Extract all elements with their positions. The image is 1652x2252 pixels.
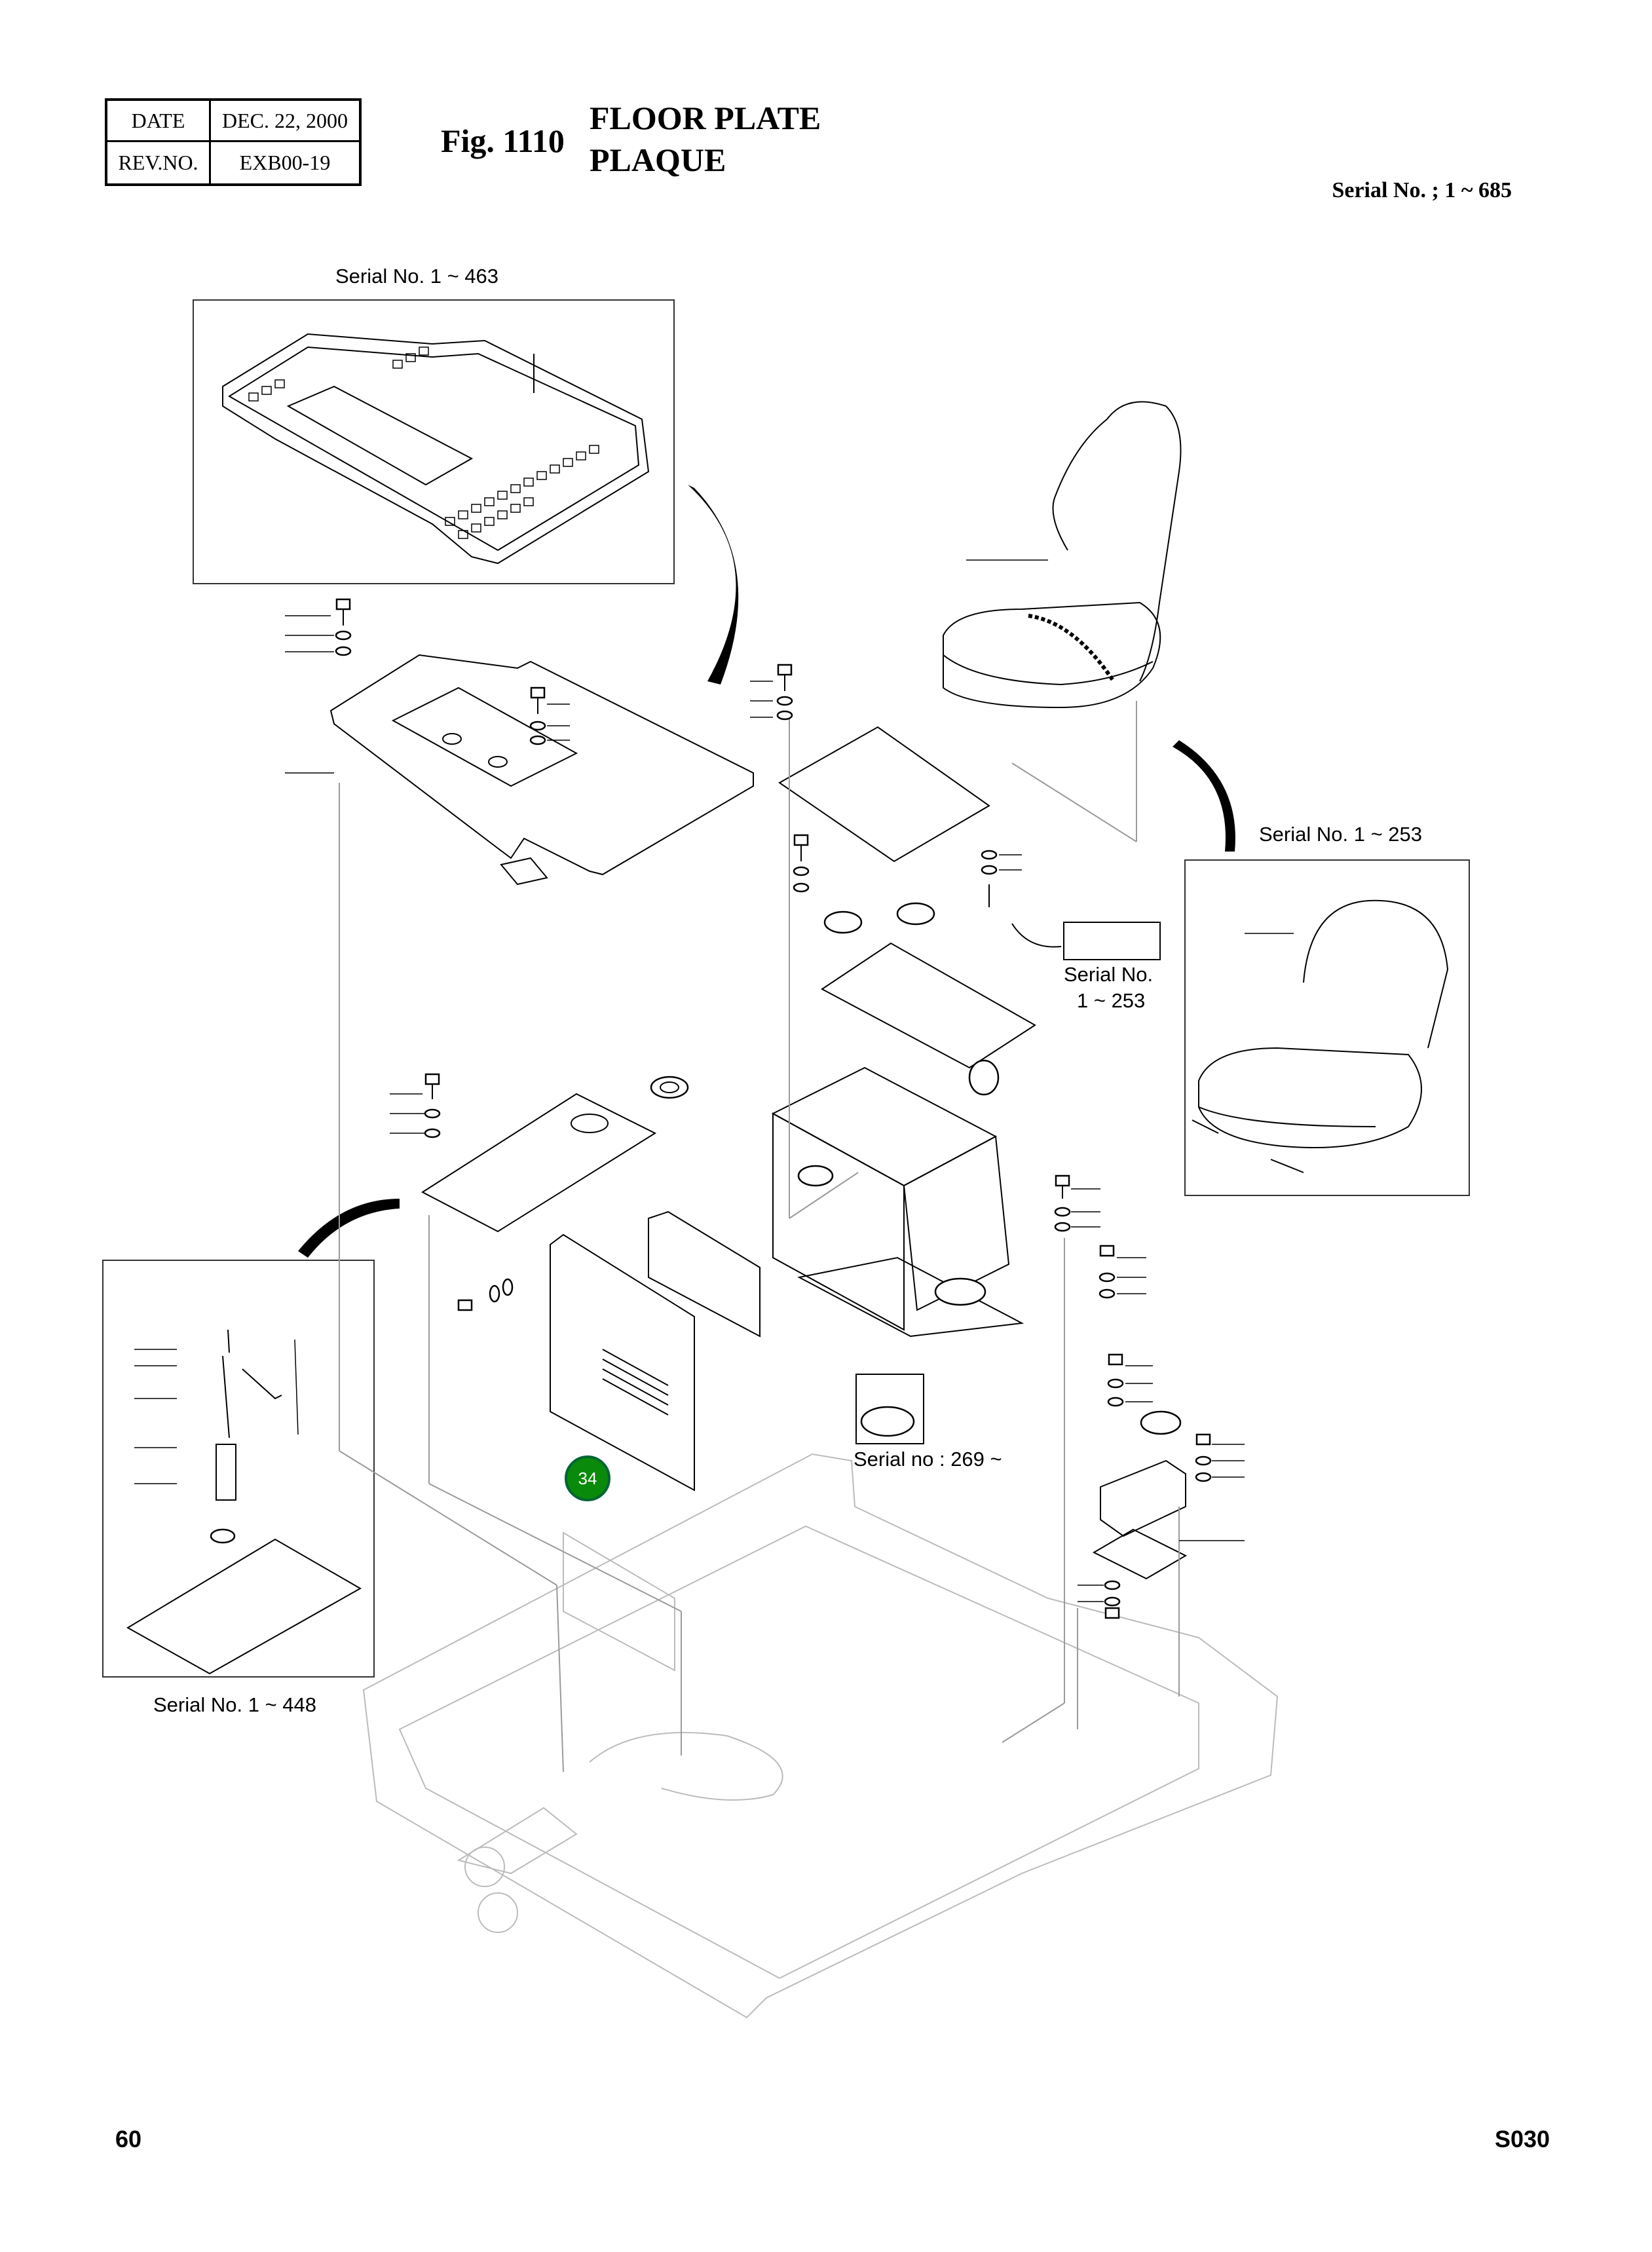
arrow-small-part [1011, 923, 1062, 948]
arrow-inset-seat [1173, 740, 1235, 852]
date-value: DEC. 22, 2000 [211, 101, 359, 142]
fasteners [335, 598, 1212, 1619]
serial-range: Serial No. ; 1 ~ 685 [1332, 178, 1512, 202]
page-title: FLOOR PLATE PLAQUE [590, 97, 821, 181]
inset-plate [126, 1329, 362, 1675]
inset-seat [1192, 899, 1449, 1173]
inset-seat-box [1184, 859, 1470, 1196]
inset-plate-box [102, 1260, 375, 1678]
date-label: DATE [107, 101, 211, 142]
floor-plate [329, 654, 754, 886]
inset-floor-label: Serial No. 1 ~ 463 [335, 265, 499, 288]
small-part-box [1063, 922, 1161, 960]
seat-stand [771, 1066, 1024, 1338]
left-floor-plate [421, 1093, 657, 1233]
inset-floor-box [193, 299, 675, 584]
small-part-label-line2: 1 ~ 253 [1077, 989, 1146, 1012]
callout-ticks [134, 559, 1294, 1602]
seat [943, 401, 1182, 709]
grommet-box [855, 1374, 924, 1444]
inset-seat-label: Serial No. 1 ~ 253 [1259, 823, 1423, 846]
title-line-2: PLAQUE [590, 141, 726, 178]
seat-mount-plate [778, 726, 1036, 1069]
page-number: 60 [115, 2126, 142, 2152]
small-part-label-line1: Serial No. [1064, 963, 1154, 986]
arrow-inset-floor [688, 485, 739, 685]
leader-lines [339, 701, 1180, 1773]
grommet-serial-label: Serial no : 269 ~ [854, 1448, 1002, 1471]
grommets [210, 902, 1182, 1544]
rev-value: EXB00-19 [239, 151, 331, 174]
cover-vents [602, 1349, 669, 1416]
figure-number: Fig. 1110 [441, 122, 565, 159]
inset-floor-grid [248, 347, 599, 539]
lower-frame [362, 1453, 1279, 2019]
inset-floor-plate [222, 333, 650, 565]
rev-label: REV.NO. [107, 142, 211, 183]
title-line-1: FLOOR PLATE [590, 100, 821, 136]
arrow-inset-plate [298, 1199, 400, 1258]
side-cover [550, 1210, 760, 1492]
inset-plate-label: Serial No. 1 ~ 448 [153, 1693, 317, 1716]
part-number-badge: 34 [565, 1455, 610, 1501]
revision-table: DATE DEC. 22, 2000 REV.NO. EXB00-19 [105, 98, 362, 186]
document-code: S030 [1495, 2126, 1550, 2152]
valve-block [1092, 1459, 1188, 1580]
